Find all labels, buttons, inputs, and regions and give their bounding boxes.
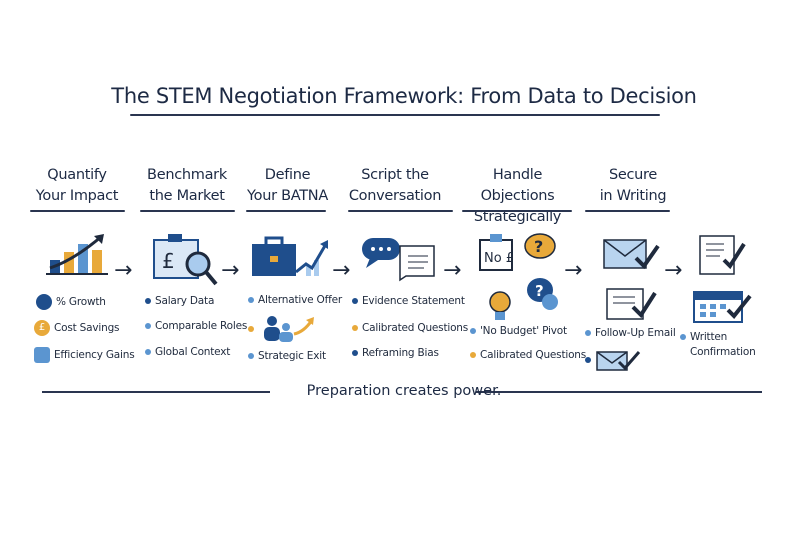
arrow-right-icon: → — [332, 258, 351, 283]
arrow-right-icon: → — [221, 258, 240, 283]
svg-text:No £: No £ — [484, 251, 514, 266]
speech-bubbles-icon — [362, 238, 435, 282]
list-item — [585, 348, 647, 372]
list-item: Comparable Roles — [145, 320, 247, 332]
title-underline — [130, 114, 660, 116]
document-check-icon — [606, 288, 657, 320]
divider — [140, 210, 235, 212]
list-item: £Cost Savings — [34, 320, 120, 336]
list-item: Alternative Offer — [248, 294, 342, 306]
bullet-icon — [145, 323, 151, 329]
bullet-icon — [470, 328, 476, 334]
list-item: Follow-Up Email — [585, 327, 676, 339]
arrow-right-icon: → — [664, 258, 683, 283]
divider — [462, 210, 572, 212]
svg-text:£: £ — [162, 249, 175, 273]
divider — [246, 210, 326, 212]
bullet-icon — [585, 330, 591, 336]
svg-text:?: ? — [534, 237, 543, 256]
list-item: % Growth — [36, 294, 106, 310]
list-item: Efficiency Gains — [34, 347, 135, 363]
divider — [348, 210, 453, 212]
footer-line — [476, 391, 762, 393]
divider — [585, 210, 670, 212]
footer-line — [42, 391, 270, 393]
bullet-icon — [680, 334, 686, 340]
bullet-icon — [145, 349, 151, 355]
bullet-icon — [248, 353, 254, 359]
bullet-icon — [470, 352, 476, 358]
pound-coin-icon: £ — [34, 320, 50, 336]
svg-text:?: ? — [535, 282, 544, 300]
bullet-icon — [352, 325, 358, 331]
bar-chart-growth-icon — [46, 234, 108, 275]
footer-tagline: Preparation creates power. — [306, 383, 502, 399]
bullet-icon — [248, 297, 254, 303]
list-item: 'No Budget' Pivot — [470, 325, 567, 337]
bullet-icon — [352, 350, 358, 356]
arrow-right-icon: → — [114, 258, 133, 283]
arrow-right-icon: → — [564, 258, 583, 283]
briefcase-growth-icon — [252, 236, 328, 276]
list-item: Global Context — [145, 346, 230, 358]
divider — [30, 210, 125, 212]
list-item: Calibrated Questions — [352, 322, 468, 334]
page-title: The STEM Negotiation Framework: From Dat… — [111, 84, 697, 108]
bullet-icon — [585, 357, 591, 363]
list-item: Evidence Statement — [352, 295, 465, 307]
people-arrow-icon — [264, 316, 314, 342]
list-item: Salary Data — [145, 295, 214, 307]
envelope-check-icon — [603, 239, 660, 270]
bullet-icon — [145, 298, 151, 304]
calendar-check-icon — [693, 291, 752, 323]
list-item: Reframing Bias — [352, 347, 439, 359]
bullet-icon — [248, 326, 254, 332]
envelope-check-icon — [596, 351, 641, 371]
clipboard-magnifier-icon: £ — [153, 234, 218, 286]
signed-document-check-icon — [699, 235, 746, 275]
rocket-icon — [36, 294, 52, 310]
list-item: Strategic Exit — [248, 350, 326, 362]
arrow-right-icon: → — [443, 258, 462, 283]
list-item: Calibrated Questions — [470, 349, 586, 361]
gear-icon — [34, 347, 50, 363]
list-item — [248, 314, 322, 344]
clipboard-question-icon: No £ ? ? — [479, 233, 558, 320]
bullet-icon — [352, 298, 358, 304]
